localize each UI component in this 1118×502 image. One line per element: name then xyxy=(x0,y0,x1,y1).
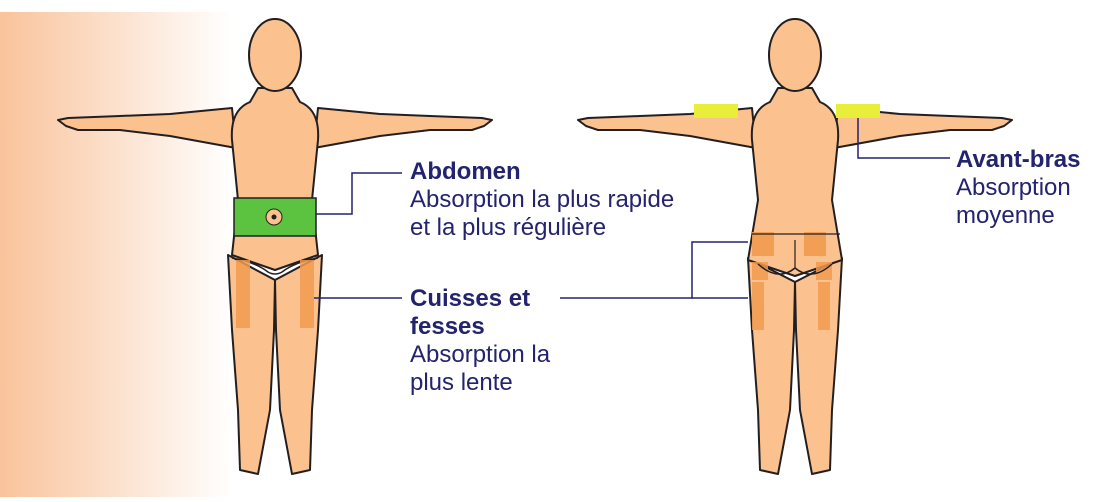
back-hip-zone-left xyxy=(752,262,768,280)
arms-desc-line2: moyenne xyxy=(956,202,1080,230)
thighs-label: Cuisses et fesses Absorption la plus len… xyxy=(410,285,550,397)
back-buttocks-leader-line xyxy=(560,242,748,298)
abdomen-desc-line1: Absorption la plus rapide xyxy=(410,186,674,214)
arms-title: Avant-bras xyxy=(956,146,1080,174)
arms-label: Avant-bras Absorption moyenne xyxy=(956,146,1080,230)
gradient-panel xyxy=(0,12,232,497)
thighs-desc-line1: Absorption la xyxy=(410,341,550,369)
front-left-leg xyxy=(228,255,275,474)
back-figure xyxy=(578,19,1012,474)
thighs-desc-line2: plus lente xyxy=(410,369,550,397)
back-thigh-zone-left xyxy=(752,282,764,330)
front-right-arm xyxy=(314,108,492,148)
back-head xyxy=(769,19,821,91)
back-hip-zone-right xyxy=(816,262,832,280)
front-thigh-zone-right xyxy=(300,260,314,328)
abdomen-leader-line xyxy=(316,173,402,214)
navel-marker-dot xyxy=(272,215,277,220)
abdomen-label: Abdomen Absorption la plus rapide et la … xyxy=(410,158,674,242)
arms-desc-line1: Absorption xyxy=(956,174,1080,202)
front-thigh-zone-left xyxy=(236,260,250,328)
thighs-title-line2: fesses xyxy=(410,313,550,341)
abdomen-desc-line2: et la plus régulière xyxy=(410,214,674,242)
back-buttock-zone-right xyxy=(804,232,826,256)
front-right-leg xyxy=(275,255,322,474)
back-arm-zone-right xyxy=(836,104,880,118)
back-arm-zone-left xyxy=(694,104,738,118)
back-buttock-zone-left xyxy=(752,232,774,256)
front-head xyxy=(249,19,301,91)
abdomen-title: Abdomen xyxy=(410,158,674,186)
thighs-title-line1: Cuisses et xyxy=(410,285,550,313)
back-thigh-zone-right xyxy=(818,282,830,330)
front-torso xyxy=(232,88,318,270)
